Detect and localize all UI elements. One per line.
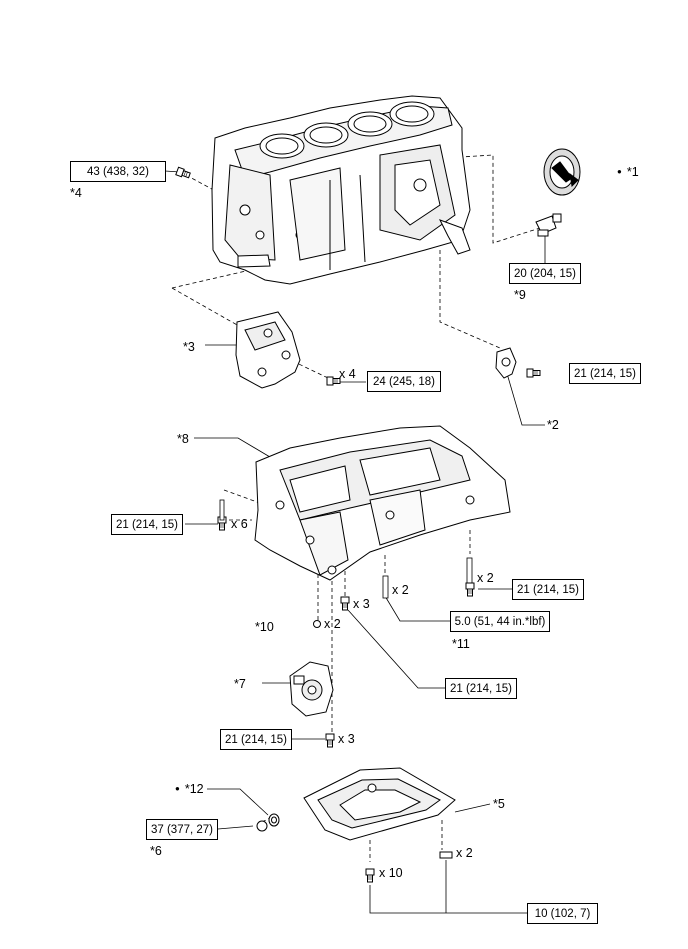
knock-sensor-illustration xyxy=(495,347,517,379)
torque-spec-bracket-bolt: 24 (245, 18) xyxy=(367,371,441,392)
oil-pressure-switch-illustration xyxy=(535,213,562,237)
stiffening-crankcase-illustration xyxy=(254,425,511,581)
torque-spec-crankcase-center-bolt: 21 (214, 15) xyxy=(445,678,517,699)
qty-bracket-bolts: x 4 xyxy=(339,367,356,381)
torque-spec-stud-bolt: 5.0 (51, 44 in.*lbf) xyxy=(450,611,550,632)
callout-6: *6 xyxy=(150,844,162,858)
callout-1: *1 xyxy=(617,165,639,179)
qty-oil-pump-bolts: x 3 xyxy=(338,732,355,746)
cylinder-block-illustration xyxy=(211,95,471,285)
callout-12: *12 xyxy=(175,782,204,796)
callout-11: *11 xyxy=(452,637,470,651)
qty-oil-pan-bolts: x 10 xyxy=(379,866,403,880)
torque-spec-drain-plug: 37 (377, 27) xyxy=(146,819,218,840)
torque-spec-oil-pan: 10 (102, 7) xyxy=(527,903,598,924)
callout-10: *10 xyxy=(255,620,274,634)
engine-mounting-bracket-illustration xyxy=(235,311,301,389)
torque-spec-oil-pressure-switch: 20 (204, 15) xyxy=(509,263,581,284)
torque-spec-crankcase-right-stud: 21 (214, 15) xyxy=(512,579,584,600)
torque-spec-block-plug: 43 (438, 32) xyxy=(70,161,166,182)
qty-oil-pan-nuts: x 2 xyxy=(456,846,473,860)
torque-spec-knock-sensor: 21 (214, 15) xyxy=(569,363,641,384)
qty-crankcase-right-studs: x 2 xyxy=(477,571,494,585)
torque-spec-crankcase-left-bolt: 21 (214, 15) xyxy=(111,514,183,535)
oil-pan-nut-illustration xyxy=(439,851,453,859)
callout-2: *2 xyxy=(547,418,559,432)
oil-pan-illustration xyxy=(303,767,456,841)
qty-center-bolts: x 3 xyxy=(353,597,370,611)
callout-3: *3 xyxy=(183,340,195,354)
callout-4: *4 xyxy=(70,186,82,200)
callout-1-text: *1 xyxy=(626,165,639,179)
callout-12-text: *12 xyxy=(184,782,204,796)
callout-8: *8 xyxy=(177,432,189,446)
crankshaft-oil-seal-illustration xyxy=(543,148,581,196)
drain-plug-illustration xyxy=(256,813,280,832)
torque-spec-oil-pump-bolt: 21 (214, 15) xyxy=(220,729,292,750)
qty-crankcase-left-bolts: x 6 xyxy=(231,517,248,531)
callout-9: *9 xyxy=(514,288,526,302)
qty-o-rings: x 2 xyxy=(324,617,341,631)
callout-5: *5 xyxy=(493,797,505,811)
oil-pump-illustration xyxy=(289,661,334,717)
qty-center-studs: x 2 xyxy=(392,583,409,597)
callout-7: *7 xyxy=(234,677,246,691)
